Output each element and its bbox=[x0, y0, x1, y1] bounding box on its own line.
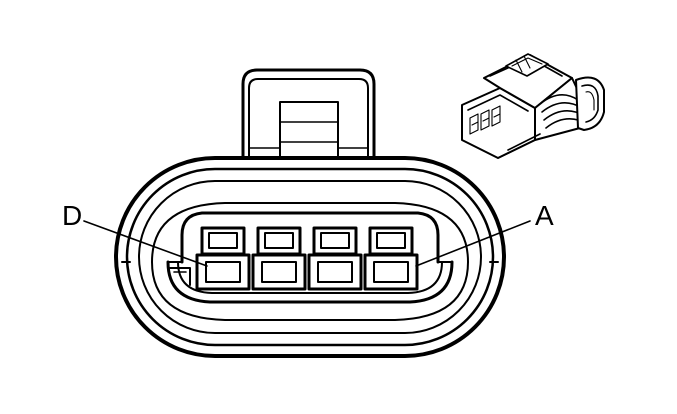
leader-line-d bbox=[83, 220, 208, 267]
cavity-b bbox=[307, 226, 363, 291]
terminal-cavities bbox=[195, 226, 419, 291]
locking-tab bbox=[241, 68, 376, 170]
cavity-a bbox=[363, 226, 419, 291]
cavity-c bbox=[251, 226, 307, 291]
connector-face-view: D A bbox=[62, 68, 554, 358]
terminal-insert bbox=[166, 211, 454, 304]
cavity-d bbox=[195, 226, 251, 291]
leader-line-a bbox=[415, 220, 531, 267]
pin-label-a: A bbox=[535, 200, 554, 231]
pin-label-d: D bbox=[62, 200, 82, 231]
connector-isometric-illustration bbox=[461, 53, 605, 159]
